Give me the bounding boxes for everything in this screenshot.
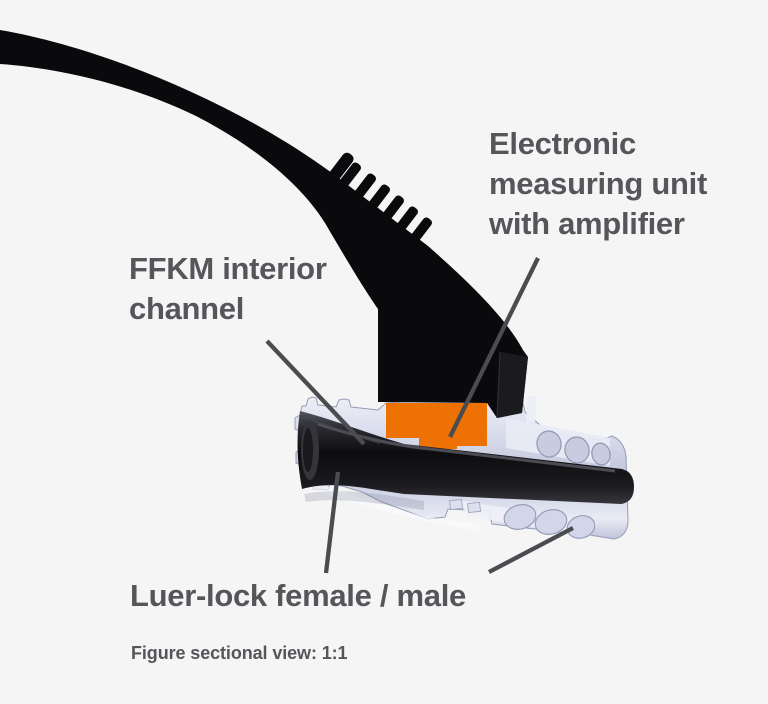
housing-edge-highlight <box>526 395 537 423</box>
leader-luer-female <box>323 471 341 574</box>
leader-ffkm-channel <box>265 339 366 446</box>
leader-electronic-unit <box>448 257 540 438</box>
ffkm-interior-channel <box>297 411 634 504</box>
label-luer-lock: Luer-lock female / male <box>130 576 466 616</box>
male-thread-lower <box>503 504 596 539</box>
label-ffkm-channel: FFKM interior channel <box>129 249 327 329</box>
label-electronic-line3: with amplifier <box>489 206 685 241</box>
label-ffkm-line1: FFKM interior <box>129 251 327 286</box>
housing-side-face <box>497 352 528 418</box>
label-luer-line1: Luer-lock female / male <box>130 578 466 613</box>
label-electronic-line2: measuring unit <box>489 166 707 201</box>
housing-side-edge <box>496 351 501 419</box>
figure-caption: Figure sectional view: 1:1 <box>131 643 348 663</box>
strain-relief <box>316 152 432 259</box>
male-thread-upper <box>536 430 611 466</box>
bottom-notch-tabs <box>449 498 481 514</box>
leader-luer-male <box>488 526 574 574</box>
leader-lines <box>265 257 574 574</box>
cable-and-housing <box>0 30 528 418</box>
label-electronic-unit: Electronic measuring unit with amplifier <box>489 124 707 244</box>
label-ffkm-line2: channel <box>129 291 245 326</box>
label-electronic-line1: Electronic <box>489 126 636 161</box>
body-bottom-highlight <box>304 478 480 531</box>
